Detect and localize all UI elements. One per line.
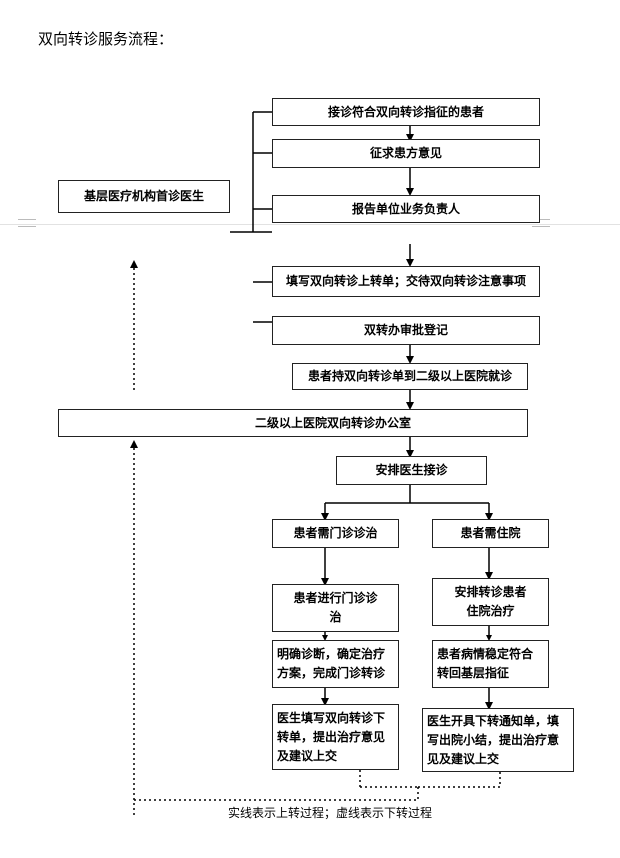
box-outpatient-diagnosis: 明确诊断，确定治疗方案，完成门诊转诊 [272,640,399,688]
box-inpatient-stable: 患者病情稳定符合转回基层指征 [432,640,549,688]
legend-note: 实线表示上转过程；虚线表示下转过程 [227,806,432,820]
box-consult-patient: 征求患方意见 [272,139,540,168]
page-title: 双向转诊服务流程： [38,30,174,48]
box-patient-visit-hospital: 患者持双向转诊单到二级以上医院就诊 [292,363,528,390]
box-outpatient-downward-form: 医生填写双向转诊下转单，提出治疗意见及建议上交 [272,704,399,770]
box-needs-outpatient: 患者需门诊诊治 [272,519,399,548]
page-break-mark-right [532,219,550,227]
box-office-approval: 双转办审批登记 [272,316,540,345]
box-receive-patient: 接诊符合双向转诊指征的患者 [272,98,540,126]
box-outpatient-treatment: 患者进行门诊诊治 [272,584,399,632]
box-primary-doctor: 基层医疗机构首诊医生 [58,180,230,213]
page-break-mark-left [18,219,36,227]
box-inpatient-admission: 安排转诊患者住院治疗 [432,578,549,626]
box-referral-office: 二级以上医院双向转诊办公室 [58,409,528,437]
box-inpatient-downward-notice: 医生开具下转通知单，填写出院小结，提出治疗意见及建议上交 [422,708,574,772]
box-report-supervisor: 报告单位业务负责人 [272,195,540,223]
box-needs-inpatient: 患者需住院 [432,519,549,548]
box-referral-office-label: 二级以上医院双向转诊办公室 [254,415,411,430]
box-assign-doctor: 安排医生接诊 [336,456,487,485]
box-fill-referral-form: 填写双向转诊上转单；交待双向转诊注意事项 [272,266,540,297]
page-break-line [0,224,620,225]
